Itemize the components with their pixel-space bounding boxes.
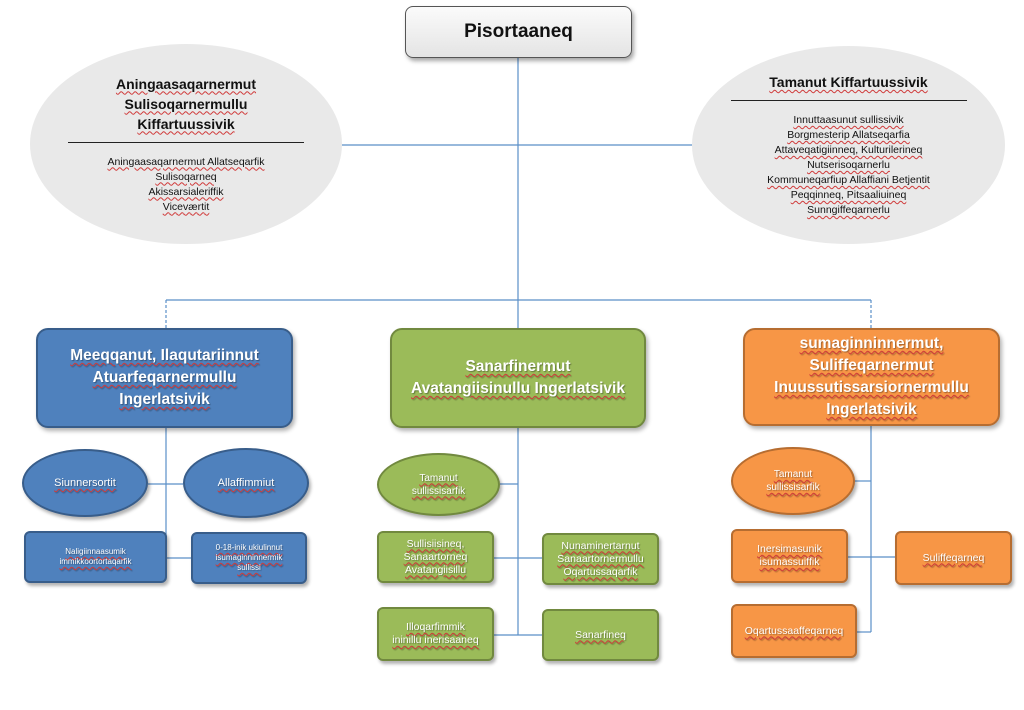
orange-ellipse-label: Tamanut (773, 469, 813, 480)
top-title: Pisortaaneq (464, 21, 573, 42)
green-rect-illoqarfimmik: Illoqarfimmik ininillu inerisaaneq (377, 607, 494, 661)
blue-rect-0-18: 0-18-inik ukiulinnut isumaginninnermik s… (191, 532, 307, 584)
orange-division-box: sumaginninnermut, Suliffeqarnermut Inuus… (743, 328, 1000, 426)
orange-rect-inersimasunik: Inersimasunik isumassuiffik (731, 529, 848, 583)
green-rect-label: Nunaminertarnut (561, 539, 640, 552)
right-ellipse-divider (730, 100, 967, 101)
green-rect-label: Illoqarfimmik (406, 621, 465, 633)
green-rect-label: Oqartussaqarfik (563, 565, 638, 578)
blue-rect-label: Naligiinnaasumik (65, 547, 126, 556)
orange-title-2: Suliffeqarnermut (809, 357, 934, 374)
green-ellipse-tamanut: Tamanut sullissisarfik (377, 453, 500, 516)
left-ellipse-item: Akissarsialeriffik (148, 185, 224, 198)
blue-rect-label: sullissi (237, 563, 261, 572)
right-ellipse-item: Nutserisoqarnerlu (807, 159, 890, 171)
green-rect-nunaminertarnut: Nunaminertarnut Sanaartornermullu Oqartu… (542, 533, 659, 585)
blue-title-3: Ingerlatsivik (119, 391, 210, 408)
orange-rect-suliffeqarneq: Suliffeqarneq (895, 531, 1012, 585)
left-ellipse-item: Viceværtit (162, 200, 210, 213)
orange-rect-label: isumassuiffik (759, 556, 820, 568)
left-ellipse-item: Aningaasaqarnermut Allatseqarfik (107, 155, 265, 168)
left-ellipse-finance: Aningaasaqarnermut Sulisoqarnermullu Kif… (30, 44, 342, 244)
blue-title-1: Meeqqanut, Ilaqutariinnut (70, 347, 259, 364)
orange-rect-label: Inersimasunik (757, 543, 822, 555)
green-title-1: Sanarfinermut (465, 358, 571, 375)
orange-rect-oqartussaaffeqarneq: Oqartussaaffeqarneq (731, 604, 857, 658)
orange-rect-label: Oqartussaaffeqarneq (744, 624, 844, 637)
left-ellipse-title-3: Kiffartuussivik (137, 115, 235, 132)
green-ellipse-label: Tamanut (419, 472, 458, 484)
blue-rect-label: immikkoortortaqarfik (59, 557, 132, 566)
left-ellipse-title-2: Sulisoqarnermullu (124, 95, 248, 112)
green-rect-label: Avatangiisillu (404, 563, 467, 576)
right-ellipse-item: Peqqinneq, Pitsaaliuineq (790, 189, 907, 201)
right-ellipse-item: Innuttaasunut sullissivik (793, 114, 904, 126)
right-ellipse-item: Borgmesterip Allatseqarfia (787, 129, 910, 141)
left-ellipse-title-1: Aningaasaqarnermut (115, 75, 257, 92)
blue-rect-naligiinnaasumik: Naligiinnaasumik immikkoortortaqarfik (24, 531, 167, 583)
blue-title-2: Atuarfeqarnermullu (92, 369, 237, 386)
green-rect-sullisiisineq: Sullisiisineq, Sanaartorneq Avatangiisil… (377, 531, 494, 583)
orange-rect-label: Suliffeqarneq (922, 551, 985, 564)
blue-ellipse-allaffimmiut: Allaffimmiut (183, 448, 309, 518)
orange-ellipse-label: sullissisarfik (766, 482, 820, 493)
blue-division-box: Meeqqanut, Ilaqutariinnut Atuarfeqarnerm… (36, 328, 293, 428)
blue-rect-label: 0-18-inik ukiulinnut (215, 543, 283, 552)
orange-title-3: Inuussutissarsiornermullu (774, 379, 969, 396)
right-ellipse-item: Attaveqatigiinneq, Kulturilerineq (774, 144, 923, 156)
green-ellipse-label: sullissisarfik (411, 485, 466, 497)
green-rect-sanarfineq: Sanarfineq (542, 609, 659, 661)
orange-title-1: sumaginninnermut, (799, 335, 944, 352)
green-rect-label: Sullisiisineq, (406, 537, 465, 550)
green-division-box: Sanarfinermut Avatangiisinullu Ingerlats… (390, 328, 646, 428)
green-rect-label: Sanarfineq (575, 628, 626, 641)
right-ellipse-item: Kommuneqarfiup Allaffiani Betjentit (767, 174, 930, 186)
green-rect-label: Sanaartorneq (403, 550, 468, 563)
blue-ellipse-siunnersortit: Siunnersortit (22, 449, 148, 517)
blue-ellipse-label: Siunnersortit (54, 477, 116, 489)
right-ellipse-item: Sunngiffeqarnerlu (807, 204, 890, 216)
orange-ellipse-tamanut: Tamanut sullissisarfik (731, 447, 855, 515)
left-ellipse-divider (68, 141, 304, 143)
green-rect-label: ininillu inerisaaneq (392, 634, 479, 646)
orange-title-4: Ingerlatsivik (826, 401, 917, 418)
blue-rect-label: isumaginninnermik (215, 553, 283, 562)
green-title-2: Avatangiisinullu Ingerlatsivik (411, 380, 625, 397)
right-ellipse-service: Tamanut Kiffartuussivik Innuttaasunut su… (692, 46, 1005, 244)
blue-ellipse-label: Allaffimmiut (217, 477, 275, 489)
green-rect-label: Sanaartornermullu (557, 552, 644, 565)
left-ellipse-item: Sulisoqarneq (155, 170, 217, 183)
top-box-pisortaaneq: Pisortaaneq (405, 6, 632, 58)
right-ellipse-title: Tamanut Kiffartuussivik (769, 74, 928, 90)
